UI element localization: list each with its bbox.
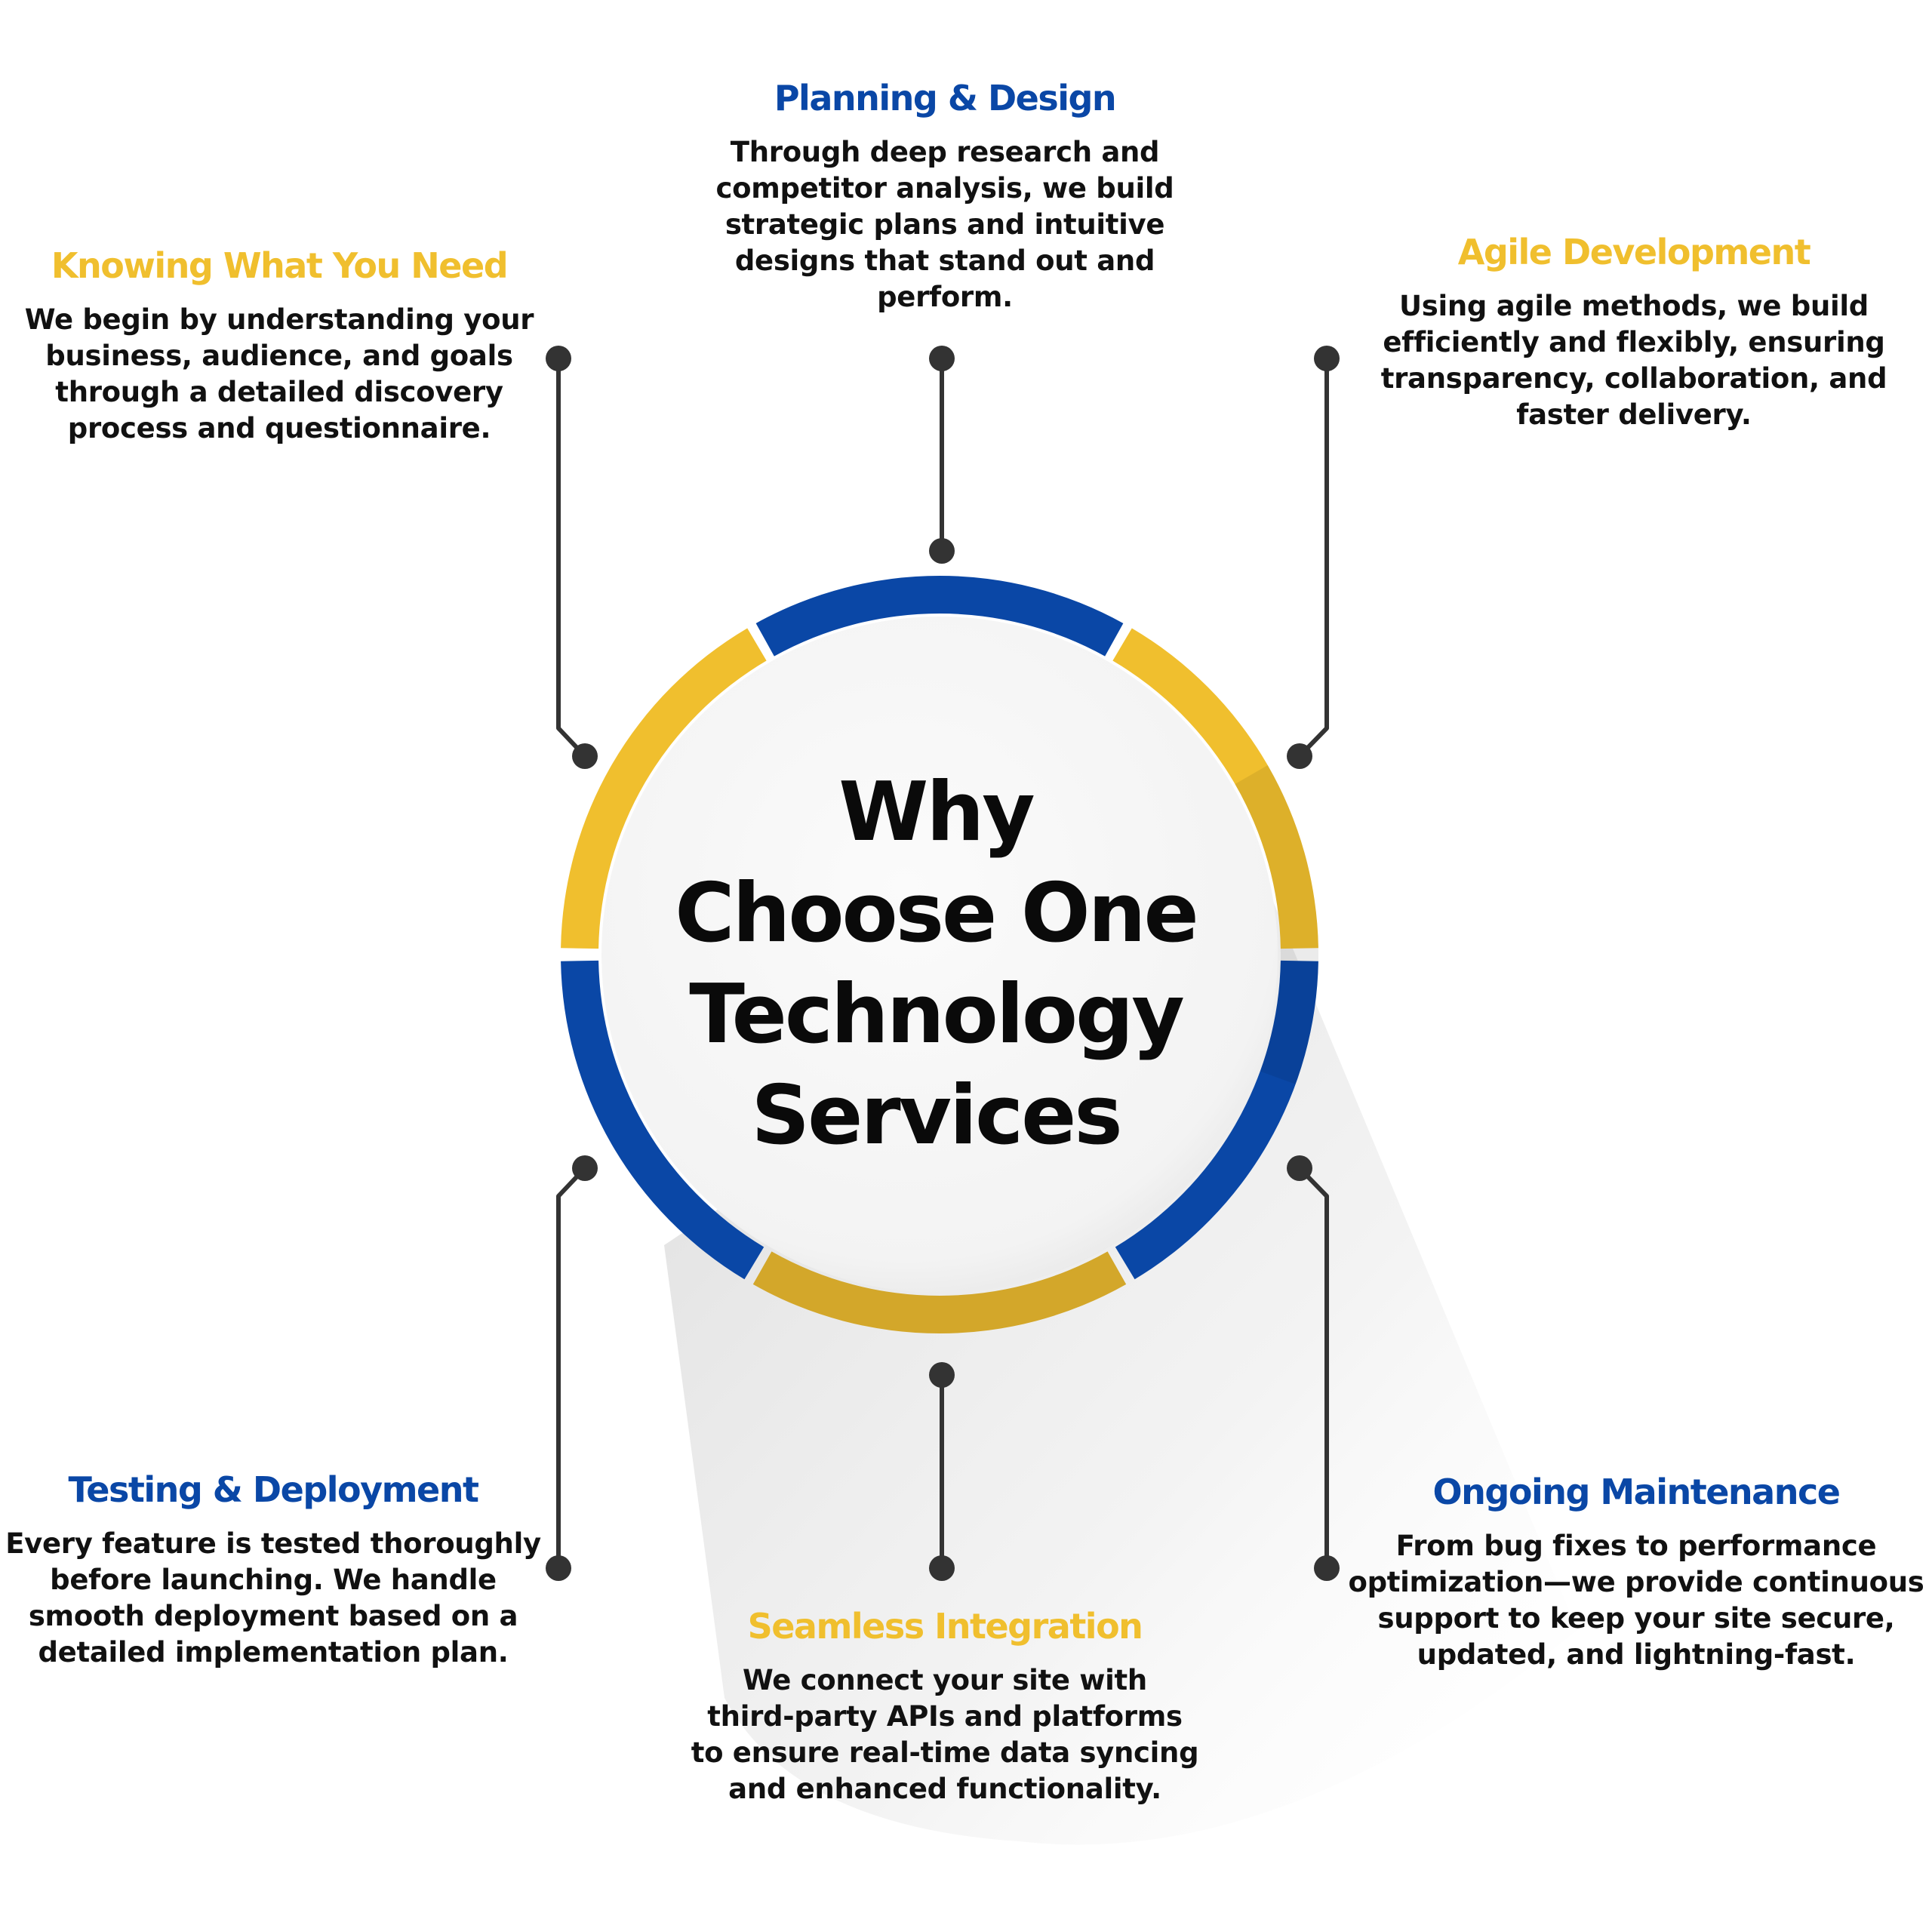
step-text-line: through a detailed discovery (55, 376, 503, 408)
step-text-line: Using agile methods, we build (1399, 290, 1869, 322)
ring-segment-integration (752, 1251, 1127, 1333)
ring-shade (1235, 765, 1318, 1084)
ring-segment-knowing (561, 628, 767, 949)
connector-dot (929, 346, 955, 371)
step-text-line: efficiently and flexibly, ensuring (1383, 326, 1885, 358)
connector-dot (1314, 346, 1340, 371)
connector-dot (929, 538, 955, 564)
step-integration: Seamless Integration We connect your sit… (691, 1604, 1199, 1807)
step-text-line: perform. (877, 281, 1013, 313)
step-text-line: From bug fixes to performance (1395, 1530, 1877, 1562)
step-text-line: competitor analysis, we build (715, 172, 1174, 205)
step-text-line: to ensure real-time data syncing (691, 1736, 1199, 1769)
step-text-line: Every feature is tested thoroughly (5, 1527, 541, 1560)
step-text-line: faster delivery. (1516, 398, 1752, 431)
center-title: Why Choose One Technology Services (675, 762, 1199, 1167)
connector-maintenance (1287, 1155, 1340, 1581)
ring-segment-testing (561, 960, 764, 1280)
step-testing: Testing & Deployment Every feature is te… (5, 1467, 541, 1671)
step-text-line: business, audience, and goals (45, 340, 513, 372)
connector-line (1297, 1166, 1329, 1568)
step-maintenance: Ongoing Maintenance From bug fixes to pe… (1348, 1469, 1924, 1673)
connector-dot (546, 1555, 571, 1581)
connector-dot (572, 743, 598, 769)
center-title-line: Why (838, 765, 1035, 860)
connector-integration (929, 1362, 955, 1581)
connector-lines (546, 346, 1340, 1581)
step-agile: Agile Development Using agile methods, w… (1381, 229, 1887, 433)
process-ring (561, 576, 1318, 1333)
step-text-line: process and questionnaire. (67, 412, 491, 444)
connector-dot (1314, 1555, 1340, 1581)
connector-dot (1287, 1155, 1312, 1181)
step-text-line: We connect your site with (743, 1664, 1147, 1696)
connector-planning (929, 346, 955, 564)
step-text-line: detailed implementation plan. (38, 1636, 509, 1668)
step-text-line: strategic plans and intuitive (724, 208, 1165, 241)
step-text-line: optimization—we provide continuous (1348, 1566, 1924, 1598)
ring-segment-maintenance (1115, 960, 1318, 1280)
center-disc (601, 617, 1278, 1293)
step-text-line: designs that stand out and (734, 245, 1155, 277)
step-knowing: Knowing What You Need We begin by unders… (25, 243, 534, 447)
connector-dot (1287, 743, 1312, 769)
connector-knowing (546, 346, 598, 769)
ring-segment-planning (755, 576, 1124, 657)
step-planning: Planning & Design Through deep research … (716, 75, 1174, 315)
connector-line (556, 1166, 587, 1568)
connector-dot (546, 346, 571, 371)
ring-segment-agile (1112, 628, 1318, 949)
step-text-line: Through deep research and (730, 136, 1160, 168)
step-title: Agile Development (1457, 232, 1811, 272)
connector-agile (1287, 346, 1340, 769)
step-title: Seamless Integration (747, 1606, 1143, 1647)
step-text-line: updated, and lightning-fast. (1417, 1638, 1856, 1671)
step-title: Testing & Deployment (68, 1469, 479, 1510)
step-text-line: transparency, collaboration, and (1380, 362, 1887, 395)
step-text-line: third-party APIs and platforms (707, 1700, 1183, 1733)
step-text-line: We begin by understanding your (24, 303, 534, 336)
step-text-line: smooth deployment based on a (28, 1600, 518, 1632)
step-text-line: before launching. We handle (50, 1564, 497, 1596)
step-text-line: support to keep your site secure, (1377, 1602, 1895, 1635)
step-title: Ongoing Maintenance (1432, 1472, 1841, 1512)
center-title-line: Technology (689, 967, 1184, 1062)
connector-dot (929, 1555, 955, 1581)
connector-testing (546, 1155, 598, 1581)
step-text-line: and enhanced functionality. (728, 1773, 1161, 1805)
connector-dot (572, 1155, 598, 1181)
connector-line (1297, 358, 1329, 758)
center-title-line: Services (751, 1069, 1122, 1163)
step-title: Knowing What You Need (51, 245, 509, 286)
connector-dot (929, 1362, 955, 1388)
center-title-line: Choose One (675, 866, 1199, 961)
step-title: Planning & Design (774, 78, 1117, 118)
connector-line (556, 358, 587, 758)
